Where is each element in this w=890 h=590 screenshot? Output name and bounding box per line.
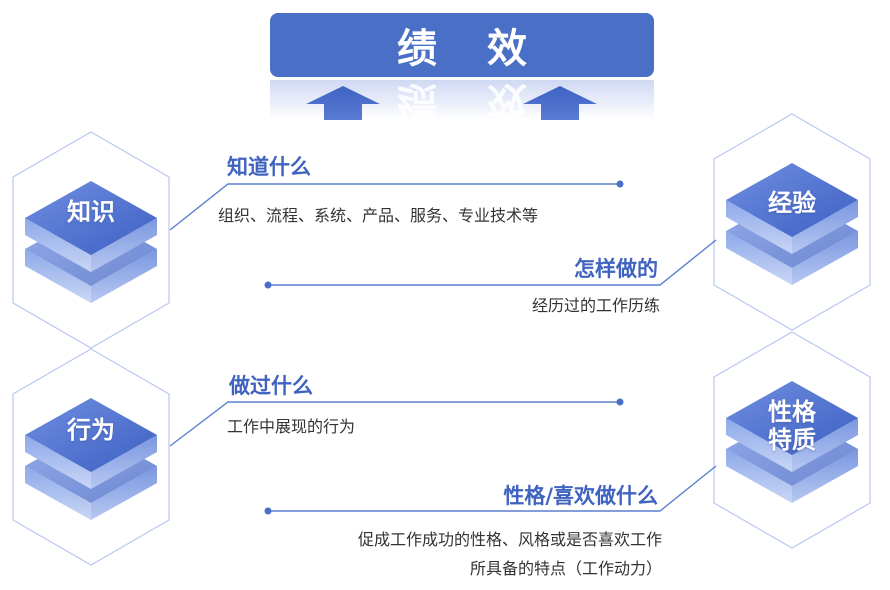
- connector-knowledge: [169, 183, 620, 231]
- experience-block-icon: [713, 113, 871, 331]
- connector-personality-dot: [264, 507, 272, 515]
- knowledge-block-icon: [12, 131, 170, 349]
- personality-description-line1: 促成工作成功的性格、风格或是否喜欢工作: [357, 530, 662, 549]
- knowledge-heading: 知道什么: [227, 155, 311, 179]
- personality-description-line2: 所具备的特点（工作动力）: [469, 559, 662, 578]
- personality-label: 性格 特质: [752, 398, 832, 454]
- connector-knowledge-dot: [616, 180, 624, 188]
- behavior-heading: 做过什么: [229, 374, 313, 398]
- experience-description: 经历过的工作历练: [531, 296, 660, 315]
- title-banner: 绩 效: [270, 13, 654, 77]
- up-arrow-left-icon: [306, 86, 380, 120]
- personality-label-line2: 特质: [768, 426, 816, 454]
- title-text: 绩 效: [397, 26, 545, 72]
- behavior-label: 行为: [67, 416, 115, 444]
- knowledge-description: 组织、流程、系统、产品、服务、专业技术等: [218, 206, 539, 225]
- connector-personality: [268, 465, 717, 512]
- behavior-block-icon: [12, 348, 170, 566]
- experience-heading: 怎样做的: [574, 257, 658, 281]
- connector-behavior: [169, 401, 620, 447]
- behavior-description: 工作中展现的行为: [227, 417, 356, 436]
- personality-label-line1: 性格: [768, 398, 816, 426]
- connector-experience-dot: [264, 281, 272, 289]
- experience-label: 经验: [768, 189, 816, 217]
- knowledge-label: 知识: [67, 198, 115, 226]
- personality-heading: 性格/喜欢做什么: [503, 484, 658, 508]
- connector-experience: [268, 239, 717, 286]
- up-arrow-right-icon: [523, 86, 597, 120]
- connector-behavior-dot: [616, 398, 624, 406]
